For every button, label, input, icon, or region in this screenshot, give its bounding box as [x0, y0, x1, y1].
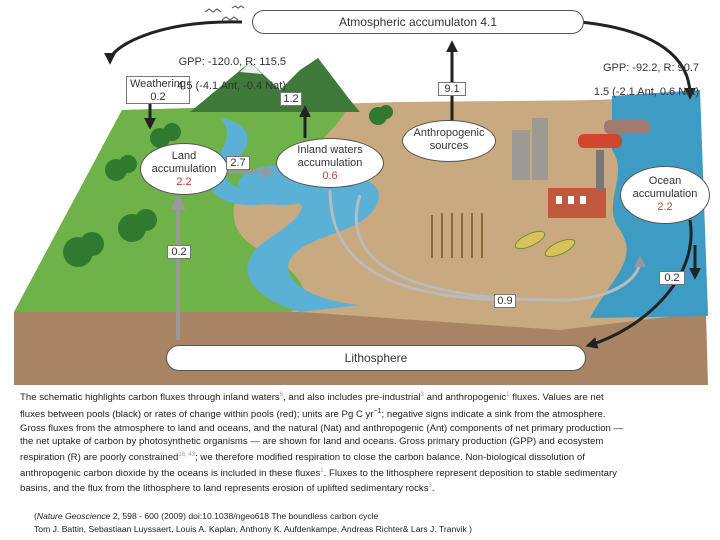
caption-ref[interactable]: 1 [506, 392, 510, 398]
ocean-value: 2.2 [657, 201, 673, 213]
ocean-pool: Ocean accumulation 2.2 [620, 166, 710, 224]
caption-ref[interactable]: 1 [320, 467, 324, 474]
caption-ref[interactable]: 16, 43 [178, 451, 196, 458]
arrow-atmosphere-cycle-left [104, 20, 243, 65]
flux-inland-to-atmosphere: 1.2 [280, 92, 302, 106]
ocean-label-1: Ocean [648, 175, 682, 187]
citation-ref: 2, 598 - 600 (2009) doi:10.1038/ngeo618 … [110, 511, 379, 521]
caption-part: , and also includes pre-industrial [283, 392, 421, 404]
caption-ref[interactable]: 3 [420, 392, 424, 398]
flux-lithosphere-to-land: 0.2 [167, 245, 191, 259]
figure-caption: The schematic highlights carbon fluxes t… [20, 389, 625, 496]
mountains [190, 58, 360, 112]
weathering-box: Weathering 0.2 [126, 76, 190, 104]
caption-part: ; we therefore modified respiration to c… [20, 451, 585, 479]
land-label-1: Land [171, 150, 197, 162]
citation: (Nature Geoscience 2, 598 - 600 (2009) d… [34, 510, 654, 536]
land-pool: Land accumulation 2.2 [140, 143, 228, 195]
inland-waters-pool: Inland waters accumulation 0.6 [276, 138, 384, 188]
caption-ref[interactable]: 6 [279, 392, 284, 398]
atmosphere-pool: Atmospheric accumulaton 4.1 [252, 10, 584, 34]
flux-inland-to-lithosphere: 0.9 [494, 294, 516, 308]
journal-name: Nature Geoscience [36, 511, 111, 521]
inland-value: 0.6 [322, 170, 338, 182]
citation-line1: (Nature Geoscience 2, 598 - 600 (2009) d… [34, 511, 379, 521]
mountain-snow [240, 62, 262, 74]
arrow-ocean-to-lithosphere [585, 219, 693, 349]
caption-part: The schematic highlights carbon fluxes t… [20, 392, 280, 404]
birds [204, 5, 245, 21]
dam [512, 118, 548, 180]
caption-ref[interactable]: 3 [428, 483, 432, 490]
flux-ocean-to-lithosphere: 0.2 [659, 271, 685, 285]
arrow-atmosphere-cycle-right [579, 20, 696, 100]
caption-part: and anthropogenic [424, 392, 507, 404]
flux-anthropogenic-to-atmosphere: 9.1 [438, 82, 466, 96]
inland-label-2: accumulation [297, 157, 363, 169]
citation-authors: Tom J. Battin, Sebastiaan Luyssaert, Lou… [34, 524, 473, 534]
lithosphere-label: Lithosphere [344, 351, 408, 365]
land-label-2: accumulation [151, 163, 217, 175]
gpp-ocean-line2: 1.5 (-2.1 Ant, 0.6 Nat) [593, 86, 699, 98]
caption-part: ; negative signs indicate a sink from th… [20, 408, 624, 463]
corn-cobs [514, 230, 576, 258]
gpp-land-line2: 4.5 (-4.1 Ant, -0.4 Nat) [177, 80, 286, 92]
weathering-value: 0.2 [150, 91, 166, 103]
anthropogenic-label-2: sources [429, 140, 469, 152]
anthropogenic-label-1: Anthropogenic [413, 127, 485, 139]
gpp-ocean-note: GPP: -92.2, R: 90.7 1.5 (-2.1 Ant, 0.6 N… [575, 50, 699, 110]
flux-land-to-inland: 2.7 [226, 156, 250, 170]
caption-part: . [431, 483, 435, 495]
trees [63, 105, 393, 267]
caption-part: . Fluxes to the lithosphere represent de… [20, 467, 617, 495]
ocean-label-2: accumulation [632, 188, 698, 200]
factory [548, 150, 606, 218]
lithosphere-pool: Lithosphere [166, 345, 586, 371]
gpp-land-note: GPP: -120.0, R: 115.5 4.5 (-4.1 Ant, -0.… [158, 44, 286, 104]
cars [578, 120, 650, 148]
arrow-inland-to-lithosphere [328, 189, 521, 302]
river [208, 118, 379, 312]
anthropogenic-pool: Anthropogenic sources [402, 120, 496, 162]
caption-unit-exponent: −1 [373, 407, 382, 415]
gpp-ocean-line1: GPP: -92.2, R: 90.7 [603, 62, 699, 74]
atmosphere-label: Atmospheric accumulaton 4.1 [338, 15, 498, 29]
gpp-land-line1: GPP: -120.0, R: 115.5 [178, 56, 286, 68]
weathering-label: Weathering [129, 78, 187, 90]
inland-label-1: Inland waters [297, 144, 363, 156]
crop-field [431, 213, 483, 258]
caption-part: fluxes. Values are net fluxes between po… [20, 392, 604, 420]
land-value: 2.2 [176, 176, 192, 188]
